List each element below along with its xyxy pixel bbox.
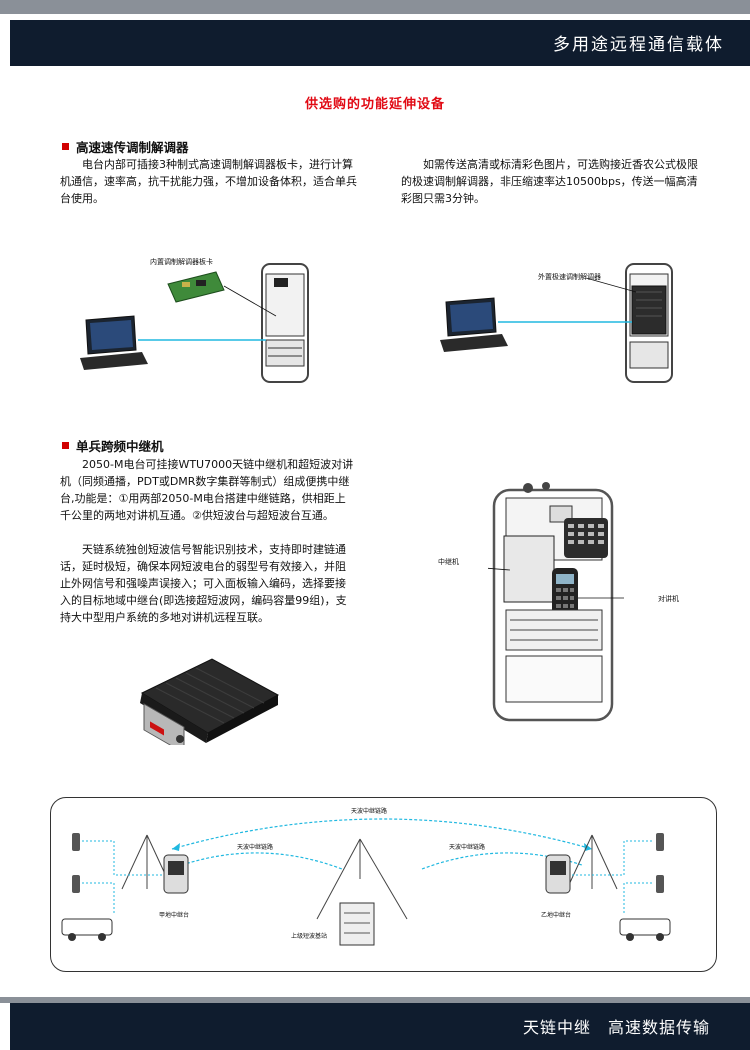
top-link-label: 天波中继链路 bbox=[351, 808, 388, 815]
left-station-icon bbox=[163, 854, 189, 894]
external-modem-label: 外置极速调制解调器 bbox=[538, 273, 601, 281]
right-handheld-icons bbox=[656, 833, 664, 893]
left-station-label: 甲地中继台 bbox=[159, 912, 190, 919]
modem-card-illustration bbox=[80, 263, 309, 383]
section2-heading: 单兵跨频中继机 bbox=[76, 439, 164, 454]
relay-unit-label: 中继机 bbox=[438, 558, 459, 566]
board-card-icon bbox=[167, 271, 225, 303]
left-link-label: 天波中继链路 bbox=[237, 844, 274, 851]
footer-bar bbox=[10, 1003, 750, 1050]
network-diagram bbox=[61, 818, 671, 946]
footer-strip bbox=[0, 997, 750, 1003]
center-antenna-mast-icon bbox=[316, 838, 408, 920]
laptop-icon bbox=[440, 297, 508, 352]
section2-para1: 2050-M电台可挂接WTU7000天链中继机和超短波对讲机（同频通播，PDT或… bbox=[60, 458, 354, 522]
page-subtitle: 供选购的功能延伸设备 bbox=[304, 97, 445, 112]
section1-right-text: 如需传送高清或标清彩色图片，可选购接近香农公式极限的极速调制解调器，非压缩速率达… bbox=[401, 158, 698, 205]
right-station-icon bbox=[545, 854, 571, 894]
network-diagram-frame bbox=[50, 797, 717, 972]
section-bullet bbox=[62, 143, 69, 150]
section2-para2: 天链系统独创短波信号智能识别技术，支持即时建链通话，延时极短，确保本网短波电台的… bbox=[60, 543, 347, 624]
footer-title: 天链中继 高速数据传输 bbox=[522, 1018, 710, 1037]
relay-box-photo bbox=[140, 658, 280, 745]
relay-unit-icon bbox=[503, 535, 555, 603]
base-station-icon bbox=[339, 902, 375, 946]
left-handheld-icons bbox=[72, 833, 80, 893]
external-modem-illustration bbox=[440, 263, 673, 383]
header-bar bbox=[10, 20, 750, 66]
header-title: 多用途远程通信载体 bbox=[553, 35, 724, 55]
section1-left-text: 电台内部可插接3种制式高速调制解调器板卡，进行计算机通信，速率高，抗干扰能力强，… bbox=[60, 158, 357, 205]
radio-unit-icon bbox=[261, 263, 309, 383]
left-vehicle-icon bbox=[61, 918, 113, 941]
right-station-label: 乙地中继台 bbox=[541, 912, 572, 919]
right-vehicle-icon bbox=[619, 918, 671, 941]
section1-heading: 高速速传调制解调器 bbox=[76, 140, 189, 155]
external-modem-icon bbox=[631, 285, 667, 335]
center-station-label: 上级短波基站 bbox=[291, 933, 328, 940]
header-strip bbox=[0, 0, 750, 14]
keypad-icon bbox=[564, 518, 608, 558]
internal-modem-label: 内置调制解调器板卡 bbox=[150, 258, 213, 266]
right-link-label: 天波中继链路 bbox=[449, 844, 486, 851]
section-bullet bbox=[62, 442, 69, 449]
right-antenna-mast-icon bbox=[566, 834, 618, 890]
laptop-icon bbox=[80, 315, 148, 370]
backpack-radio-illustration bbox=[488, 482, 624, 722]
handheld-radio-label: 对讲机 bbox=[658, 595, 679, 603]
